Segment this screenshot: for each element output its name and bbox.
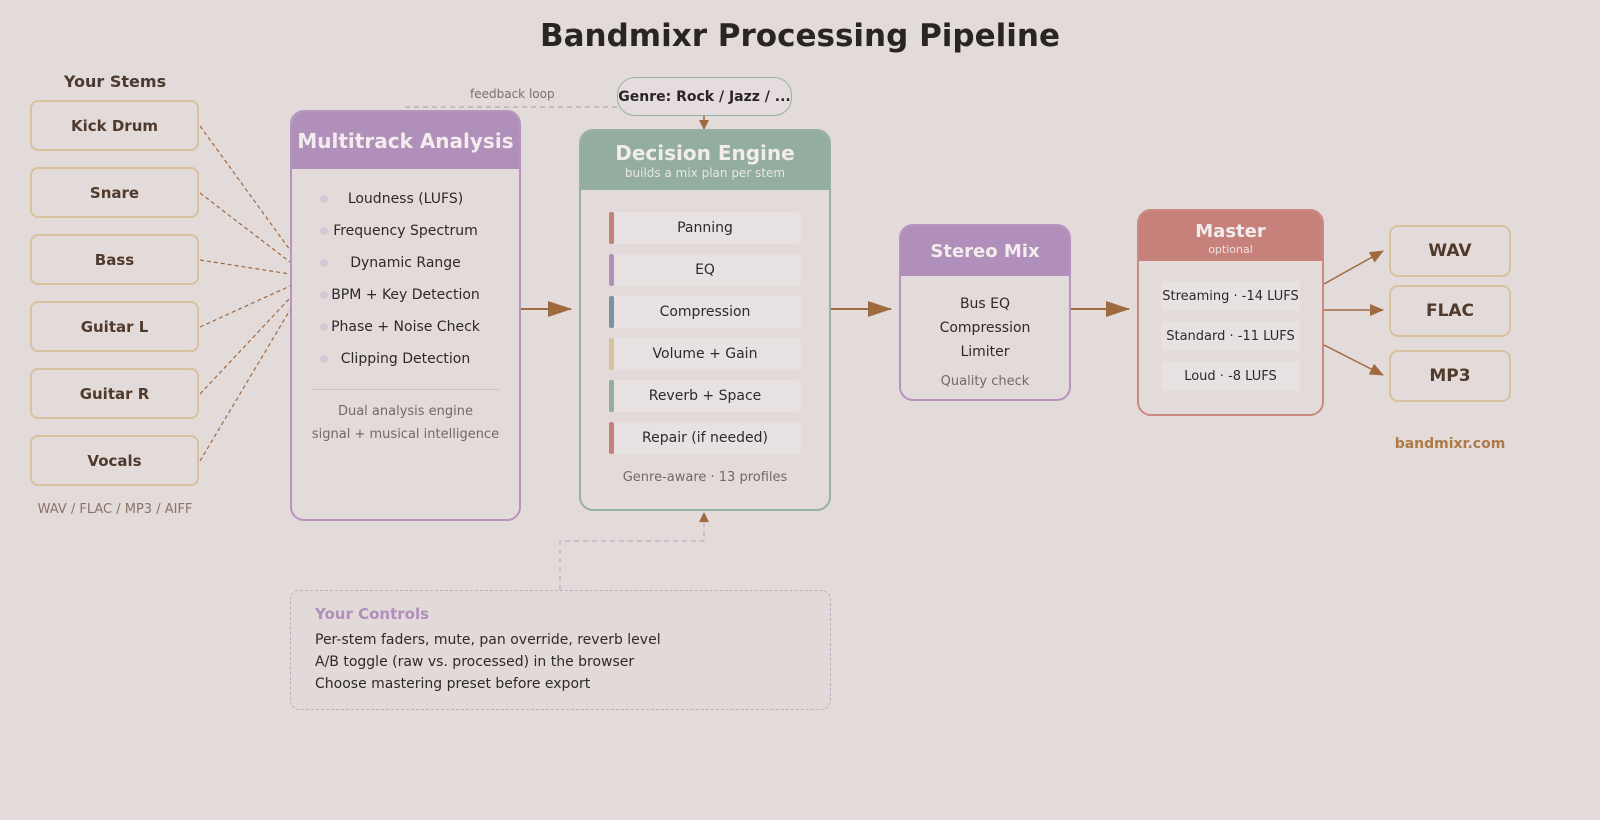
stem-connector-bass xyxy=(199,259,291,275)
stem-connector-guitar-r xyxy=(199,297,291,395)
bullet-icon xyxy=(320,227,328,235)
engine-step-eq: EQ xyxy=(609,254,801,286)
engine-header: Decision Engine builds a mix plan per st… xyxy=(581,131,829,190)
master-title: Master xyxy=(1195,220,1266,242)
stem-formats: WAV / FLAC / MP3 / AIFF xyxy=(37,502,193,517)
bullet-icon xyxy=(320,323,328,331)
stems-heading: Your Stems xyxy=(63,72,167,91)
stereo-process-item: Compression xyxy=(939,320,1031,336)
engine-step-panning: Panning xyxy=(609,212,801,244)
engine-step-compression: Compression xyxy=(609,296,801,328)
analysis-metric-label: Phase + Noise Check xyxy=(331,319,480,335)
stereo-header: Stereo Mix xyxy=(901,226,1069,276)
decision-engine-card: Decision Engine builds a mix plan per st… xyxy=(579,129,831,511)
analysis-note-line: signal + musical intelligence xyxy=(311,427,500,442)
arrow-controls-to-engine xyxy=(559,512,709,590)
analysis-metric-label: BPM + Key Detection xyxy=(331,287,480,303)
preset-standard[interactable]: Standard · -11 LUFS xyxy=(1161,321,1300,351)
stem-vocals[interactable]: Vocals xyxy=(30,435,199,486)
analysis-divider xyxy=(312,389,499,390)
master-subtitle: optional xyxy=(1208,242,1253,256)
stem-kick-drum[interactable]: Kick Drum xyxy=(30,100,199,151)
analysis-note: Dual analysis engine signal + musical in… xyxy=(292,400,519,446)
step-color-bar xyxy=(609,338,614,370)
output-mp3[interactable]: MP3 xyxy=(1389,350,1511,402)
stem-connector-vocals xyxy=(199,309,291,462)
bullet-icon xyxy=(320,195,328,203)
arrow-master-to-wav xyxy=(1323,250,1384,285)
stem-snare[interactable]: Snare xyxy=(30,167,199,218)
analysis-metric-label: Clipping Detection xyxy=(340,351,471,367)
controls-line: A/B toggle (raw vs. processed) in the br… xyxy=(315,654,635,670)
engine-step-list: Panning EQ Compression Volume + Gain Rev… xyxy=(609,212,801,454)
engine-step-label: Repair (if needed) xyxy=(642,430,768,446)
analysis-metric: Phase + Noise Check xyxy=(318,315,519,347)
stem-guitar-r[interactable]: Guitar R xyxy=(30,368,199,419)
controls-line: Per-stem faders, mute, pan override, rev… xyxy=(315,632,661,648)
bullet-icon xyxy=(320,355,328,363)
arrow-master-to-mp3 xyxy=(1323,344,1384,376)
analysis-metric-label: Loudness (LUFS) xyxy=(347,191,464,207)
analysis-metric: Clipping Detection xyxy=(318,347,519,379)
analysis-title: Multitrack Analysis xyxy=(297,128,514,153)
analysis-metric-list: Loudness (LUFS) Frequency Spectrum Dynam… xyxy=(292,187,519,379)
master-preset-list: Streaming · -14 LUFS Standard · -11 LUFS… xyxy=(1161,281,1300,391)
stem-connector-guitar-l xyxy=(199,285,291,328)
step-color-bar xyxy=(609,380,614,412)
stem-connector-kick xyxy=(199,125,291,251)
step-color-bar xyxy=(609,212,614,244)
bullet-icon xyxy=(320,291,328,299)
engine-step-label: Compression xyxy=(659,304,751,320)
step-color-bar xyxy=(609,254,614,286)
engine-note: Genre-aware · 13 profiles xyxy=(622,470,788,485)
engine-step-label: EQ xyxy=(695,262,715,278)
engine-step-reverb-space: Reverb + Space xyxy=(609,380,801,412)
stereo-process-item: Bus EQ xyxy=(959,296,1011,312)
output-flac[interactable]: FLAC xyxy=(1389,285,1511,337)
controls-title: Your Controls xyxy=(315,605,430,623)
output-wav[interactable]: WAV xyxy=(1389,225,1511,277)
stem-guitar-l[interactable]: Guitar L xyxy=(30,301,199,352)
stereo-process-item: Limiter xyxy=(960,344,1010,360)
step-color-bar xyxy=(609,422,614,454)
engine-step-volume-gain: Volume + Gain xyxy=(609,338,801,370)
preset-loud[interactable]: Loud · -8 LUFS xyxy=(1161,361,1300,391)
stereo-note: Quality check xyxy=(940,374,1030,389)
analysis-metric: BPM + Key Detection xyxy=(318,283,519,315)
analysis-header: Multitrack Analysis xyxy=(292,112,519,169)
analysis-metric: Loudness (LUFS) xyxy=(318,187,519,219)
genre-selector[interactable]: Genre: Rock / Jazz / ... xyxy=(617,77,792,116)
controls-line: Choose mastering preset before export xyxy=(315,676,591,692)
stereo-process-list: Bus EQ Compression Limiter xyxy=(901,292,1069,364)
analysis-note-line: Dual analysis engine xyxy=(337,404,474,419)
engine-step-label: Reverb + Space xyxy=(648,388,762,404)
stereo-mix-card: Stereo Mix Bus EQ Compression Limiter Qu… xyxy=(899,224,1071,401)
site-link[interactable]: bandmixr.com xyxy=(1394,436,1506,452)
stem-connectors xyxy=(199,125,291,462)
preset-streaming[interactable]: Streaming · -14 LUFS xyxy=(1161,281,1300,311)
multitrack-analysis-card: Multitrack Analysis Loudness (LUFS) Freq… xyxy=(290,110,521,521)
engine-step-label: Panning xyxy=(677,220,733,236)
analysis-metric: Frequency Spectrum xyxy=(318,219,519,251)
master-header: Master optional xyxy=(1139,211,1322,261)
stem-bass[interactable]: Bass xyxy=(30,234,199,285)
engine-title: Decision Engine xyxy=(615,141,795,165)
page-title: Bandmixr Processing Pipeline xyxy=(539,18,1060,54)
engine-step-label: Volume + Gain xyxy=(652,346,758,362)
step-color-bar xyxy=(609,296,614,328)
bullet-icon xyxy=(320,259,328,267)
engine-step-repair: Repair (if needed) xyxy=(609,422,801,454)
stereo-title: Stereo Mix xyxy=(930,240,1040,262)
feedback-loop-label: feedback loop xyxy=(470,87,555,101)
analysis-metric: Dynamic Range xyxy=(318,251,519,283)
analysis-metric-label: Frequency Spectrum xyxy=(333,223,478,239)
stem-connector-snare xyxy=(199,192,291,263)
your-controls-panel: Your Controls Per-stem faders, mute, pan… xyxy=(290,590,831,710)
master-card: Master optional Streaming · -14 LUFS Sta… xyxy=(1137,209,1324,416)
engine-subtitle: builds a mix plan per stem xyxy=(624,166,786,180)
analysis-metric-label: Dynamic Range xyxy=(350,255,461,271)
